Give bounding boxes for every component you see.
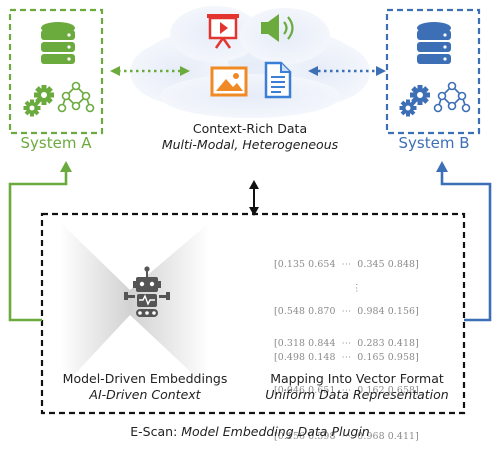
- caption-italic: Model Embedding Data Plugin: [181, 424, 370, 439]
- left-panel-title: Model-Driven Embeddings: [62, 371, 228, 386]
- matrix-row: [0.046 0.651 ⋯ 0.162 0.658]: [274, 384, 419, 396]
- network-icon: [433, 81, 471, 113]
- speaker-icon: [261, 14, 294, 42]
- system-b-box: [385, 8, 481, 135]
- arrow-system-a-to-cloud: [110, 66, 190, 76]
- right-panel-title: Mapping Into Vector Format: [270, 371, 444, 386]
- caption-prefix: E-Scan:: [130, 424, 182, 439]
- left-panel-subtitle: AI-Driven Context: [89, 387, 201, 402]
- gears-icon: [23, 85, 54, 117]
- matrix-row: [0.318 0.844 ⋯ 0.283 0.418]: [274, 338, 419, 349]
- document-icon: [264, 61, 292, 99]
- matrix-row: [0.548 0.870 ⋯ 0.984 0.156]: [274, 305, 419, 317]
- matrix-row: [0.498 0.148 ⋯ 0.165 0.958]: [274, 352, 419, 363]
- connector-system-b: [436, 161, 492, 322]
- diagram-graphics: [8, 6, 492, 415]
- matrix-top: [0.135 0.654 ⋯ 0.345 0.848] [0.548 0.870…: [274, 226, 419, 397]
- caption: E-Scan: Model Embedding Data Plugin: [80, 424, 420, 440]
- robot-icon: [124, 266, 170, 317]
- gears-icon: [399, 85, 430, 117]
- network-icon: [57, 81, 95, 113]
- image-icon: [210, 66, 248, 97]
- matrix-vdots: ⋮: [352, 283, 362, 294]
- database-icon: [417, 22, 451, 64]
- arrow-cloud-to-escan: [249, 180, 259, 216]
- escan-box: [40, 212, 466, 415]
- system-b-label: System B: [398, 134, 470, 152]
- embedding-funnel: [60, 222, 210, 390]
- cloud-shape: [130, 6, 370, 118]
- context-title: Context-Rich Data: [192, 121, 308, 136]
- connector-system-a: [8, 161, 72, 322]
- diagram: System A System B Context-Rich Data Mult…: [8, 6, 492, 442]
- system-a-box: [8, 8, 104, 135]
- context-subtitle: Multi-Modal, Heterogeneous: [161, 137, 339, 152]
- system-a-label: System A: [20, 134, 92, 152]
- matrix-row: [0.156 0.598 ⋯ 0.968 0.411]: [274, 431, 419, 442]
- arrow-cloud-to-system-b: [308, 66, 386, 76]
- matrix-row: [0.135 0.654 ⋯ 0.345 0.848]: [274, 259, 419, 270]
- right-panel-subtitle: Uniform Data Representation: [265, 387, 449, 402]
- presentation-icon: [207, 14, 239, 49]
- database-icon: [41, 22, 75, 64]
- matrix-bottom: [0.318 0.844 ⋯ 0.283 0.418] [0.046 0.651…: [274, 305, 419, 476]
